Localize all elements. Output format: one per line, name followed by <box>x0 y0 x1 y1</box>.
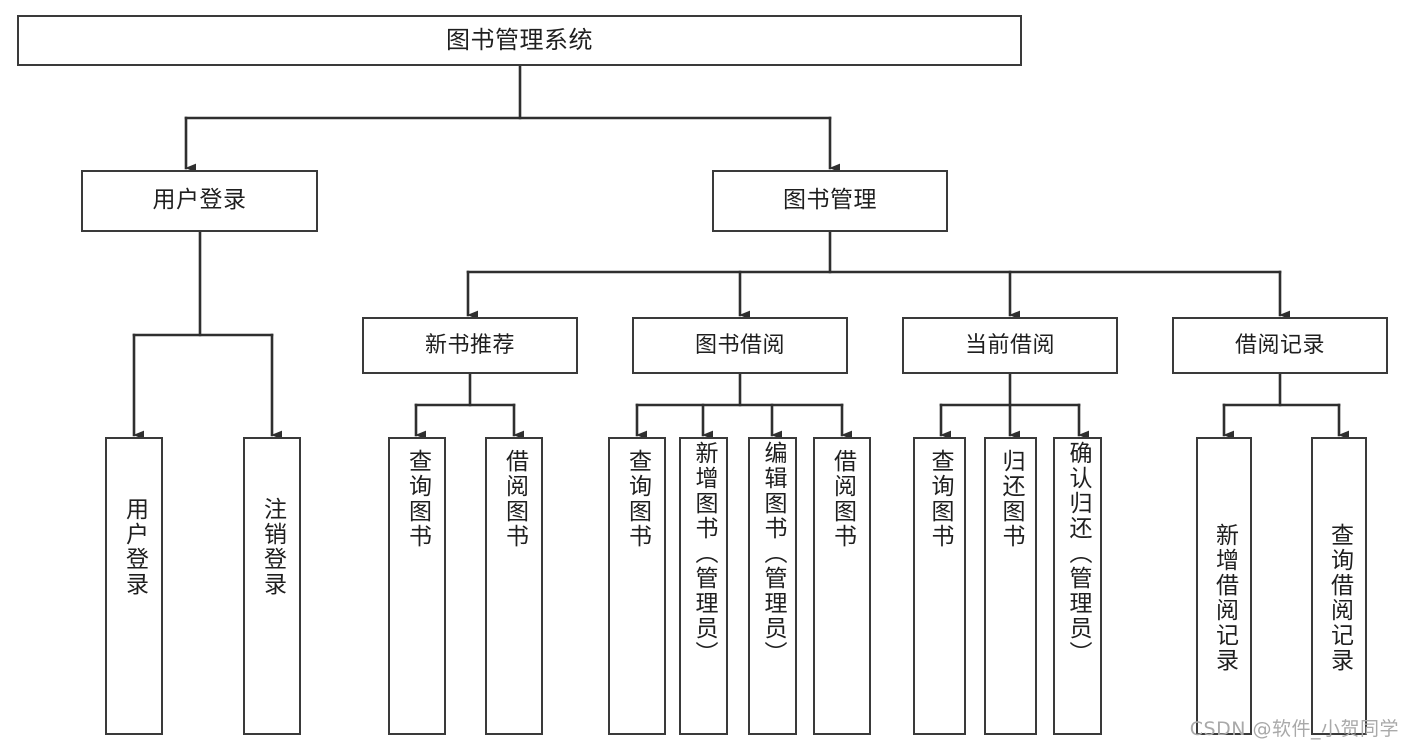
leaf-borrow-books[interactable]: 借阅图书 <box>813 437 871 735</box>
node-new-book-recommendation[interactable]: 新书推荐 <box>362 317 578 374</box>
node-label: 归还图书 <box>998 449 1024 549</box>
node-borrowing-record[interactable]: 借阅记录 <box>1172 317 1388 374</box>
leaf-logout[interactable]: 注销登录 <box>243 437 301 735</box>
node-label: 借阅图书 <box>501 449 528 549</box>
leaf-edit-book-admin[interactable]: 编辑图书（管理员） <box>748 437 797 735</box>
node-label: 图书管理 <box>783 187 877 214</box>
node-label: 确认归还（管理员） <box>1065 441 1091 666</box>
node-label: 新增图书（管理员） <box>691 441 717 666</box>
node-label: 查询图书 <box>404 449 431 549</box>
node-label: 新增借阅记录 <box>1211 523 1238 673</box>
leaf-borrow-books-recommend[interactable]: 借阅图书 <box>485 437 543 735</box>
node-label: 图书管理系统 <box>446 26 593 55</box>
node-label: 编辑图书（管理员） <box>760 441 786 666</box>
leaf-query-borrow-record[interactable]: 查询借阅记录 <box>1311 437 1367 735</box>
leaf-user-login[interactable]: 用户登录 <box>105 437 163 735</box>
leaf-query-books-borrow[interactable]: 查询图书 <box>608 437 666 735</box>
node-user-login[interactable]: 用户登录 <box>81 170 318 232</box>
node-current-borrowing[interactable]: 当前借阅 <box>902 317 1118 374</box>
leaf-query-books-current[interactable]: 查询图书 <box>913 437 966 735</box>
node-label: 借阅记录 <box>1234 332 1325 358</box>
watermark-text: CSDN @软件_小贺同学 <box>1189 718 1399 740</box>
leaf-confirm-return-admin[interactable]: 确认归还（管理员） <box>1053 437 1102 735</box>
node-label: 注销登录 <box>259 497 286 597</box>
node-label: 图书借阅 <box>694 332 785 358</box>
node-label: 查询借阅记录 <box>1326 523 1353 673</box>
node-label: 当前借阅 <box>964 332 1055 358</box>
leaf-add-borrow-record[interactable]: 新增借阅记录 <box>1196 437 1252 735</box>
node-book-management[interactable]: 图书管理 <box>712 170 948 232</box>
node-book-borrowing[interactable]: 图书借阅 <box>632 317 848 374</box>
node-label: 借阅图书 <box>829 449 856 549</box>
node-label: 新书推荐 <box>424 332 515 358</box>
node-label: 查询图书 <box>624 449 651 549</box>
leaf-add-book-admin[interactable]: 新增图书（管理员） <box>679 437 728 735</box>
node-label: 用户登录 <box>152 187 247 214</box>
node-label: 用户登录 <box>121 497 148 597</box>
leaf-query-books-recommend[interactable]: 查询图书 <box>388 437 446 735</box>
node-label: 查询图书 <box>927 449 953 549</box>
node-book-management-system[interactable]: 图书管理系统 <box>17 15 1022 66</box>
leaf-return-books[interactable]: 归还图书 <box>984 437 1037 735</box>
